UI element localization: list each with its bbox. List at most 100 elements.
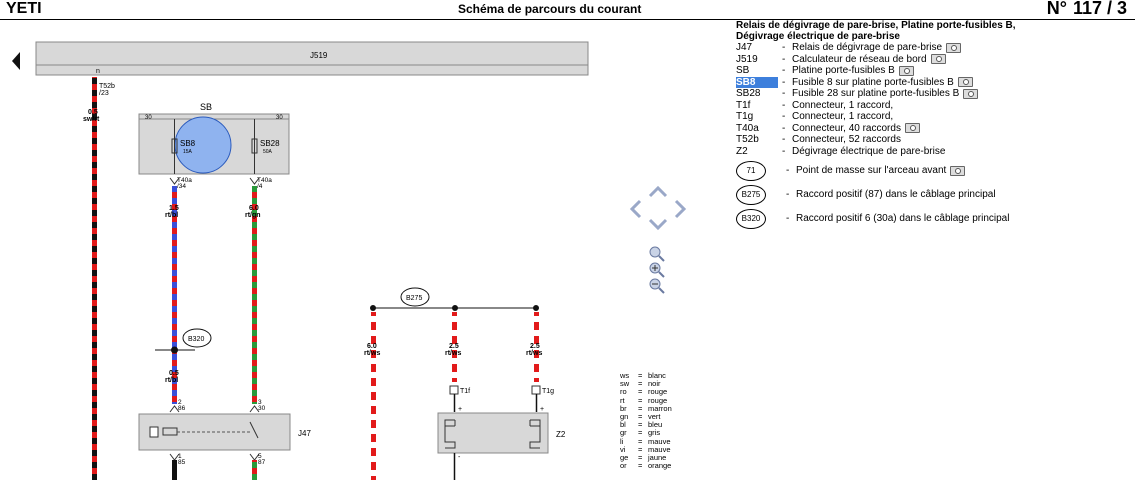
legend-item-code: SB: [736, 65, 750, 76]
t40a-4-connector: T40a/4: [257, 177, 272, 190]
j47-label: J47: [298, 429, 311, 438]
color-name: blanc: [648, 371, 666, 380]
legend-item-dash: -: [782, 65, 786, 76]
color-abbr: bl: [620, 420, 626, 430]
color-legend-row: sw=noir: [620, 379, 672, 389]
legend-item-text: Fusible 8 sur platine porte-fusibles B: [792, 76, 954, 88]
legend-item-code: SB8: [736, 76, 778, 88]
component-legend: Relais de dégivrage de pare-brise, Plati…: [736, 20, 1131, 229]
color-name: jaune: [648, 453, 667, 463]
camera-icon[interactable]: [946, 42, 962, 53]
color-equals: =: [638, 395, 643, 405]
color-name: rouge: [648, 387, 668, 397]
legend-item-sb[interactable]: SB -Platine porte-fusibles B: [736, 65, 1131, 77]
legend-item-text: Dégivrage électrique de pare-brise: [792, 145, 946, 157]
legend-item-sb8[interactable]: SB8-Fusible 8 sur platine porte-fusibles…: [736, 76, 1131, 88]
camera-icon[interactable]: [963, 88, 979, 99]
legend-circle-b275[interactable]: B275-Raccord positif (87) dans le câblag…: [736, 185, 1131, 205]
legend-circle-b320[interactable]: B320-Raccord positif 6 (30a) dans le câb…: [736, 209, 1131, 229]
camera-icon[interactable]: [898, 65, 914, 76]
legend-item-code: T40a: [736, 122, 759, 134]
fuse-sb28-rating: 50A: [263, 149, 273, 155]
legend-item-code: J519: [736, 53, 758, 65]
legend-circle-dash: -: [786, 165, 790, 177]
wire-sb28-size: 6.0: [249, 205, 259, 212]
legend-item-text: Connecteur, 1 raccord,: [792, 99, 894, 111]
zoom-out-icon[interactable]: [649, 278, 665, 294]
wire-sb28-color: rt/gn: [245, 212, 261, 219]
t1f-label: T1f: [460, 388, 470, 395]
legend-item-z2[interactable]: Z2-Dégivrage électrique de pare-brise: [736, 146, 1131, 158]
color-name: mauve: [648, 436, 671, 446]
t52b-pin-n: n: [96, 68, 100, 75]
wire-b275-a-size: 6.0: [367, 343, 377, 350]
legend-item-dash: -: [782, 111, 786, 122]
camera-icon[interactable]: [957, 77, 973, 88]
legend-item-j519[interactable]: J519-Calculateur de réseau de bord: [736, 54, 1131, 66]
color-legend-row: br=marron: [620, 404, 672, 413]
legend-item-dash: -: [782, 122, 786, 134]
z2-plus-left: +: [458, 406, 462, 413]
color-equals: =: [638, 453, 643, 463]
wire-rtws-b: [452, 312, 457, 382]
pan-right-icon[interactable]: [674, 199, 687, 219]
wire-sb8-color: rt/bl: [165, 212, 178, 219]
legend-item-text: Connecteur, 40 raccords: [792, 122, 901, 134]
camera-icon[interactable]: [950, 166, 966, 176]
legend-item-code: Z2: [736, 145, 748, 157]
color-abbr: sw: [620, 379, 630, 389]
legend-item-t52b[interactable]: T52b-Connecteur, 52 raccords: [736, 134, 1131, 146]
wire-rtbl-sb8: [172, 186, 177, 404]
color-name: gris: [648, 428, 661, 438]
node-b320-label: B320: [188, 336, 204, 343]
legend-circle-code: 71: [736, 161, 766, 181]
zoom-fit-icon[interactable]: [649, 246, 665, 262]
color-abbr: vi: [620, 444, 626, 454]
legend-item-j47[interactable]: J47-Relais de dégivrage de pare-brise: [736, 42, 1131, 54]
pan-down-icon[interactable]: [648, 218, 668, 231]
color-legend-row: ge=jaune: [620, 453, 672, 463]
legend-item-code: J47: [736, 42, 753, 53]
z2-label: Z2: [556, 430, 566, 439]
color-legend-row: or=orange: [620, 462, 672, 470]
legend-item-text: Connecteur, 1 raccord,: [792, 111, 894, 122]
color-name: mauve: [648, 444, 671, 454]
legend-circle-text: Point de masse sur l'arceau avant: [796, 165, 947, 177]
zoom-in-icon[interactable]: [649, 262, 665, 278]
legend-item-dash: -: [782, 134, 786, 145]
color-legend-row: ro=rouge: [620, 388, 672, 396]
legend-circle-code: B275: [736, 185, 766, 205]
wire-b320-color: rt/bl: [165, 377, 178, 384]
page-header: YETI Schéma de parcours du courant N°117…: [0, 0, 1135, 20]
fuse-sb8-rating: 15A: [183, 149, 193, 155]
wire-b275-c-color: rt/ws: [526, 350, 542, 357]
legend-item-t1g[interactable]: T1g-Connecteur, 1 raccord,: [736, 111, 1131, 123]
legend-item-text: Platine porte-fusibles B: [792, 65, 895, 76]
back-arrow-icon[interactable]: [12, 52, 20, 70]
color-equals: =: [638, 444, 643, 454]
legend-item-code: T52b: [736, 134, 759, 145]
legend-item-text: Fusible 28 sur platine porte-fusibles B: [792, 88, 960, 99]
color-equals: =: [638, 436, 643, 446]
legend-item-dash: -: [782, 42, 786, 53]
pan-left-icon[interactable]: [629, 199, 642, 219]
color-equals: =: [638, 387, 643, 397]
legend-item-sb28[interactable]: SB28-Fusible 28 sur platine porte-fusibl…: [736, 88, 1131, 100]
legend-item-t1f[interactable]: T1f-Connecteur, 1 raccord,: [736, 100, 1131, 112]
sb-pin-right: 30: [276, 115, 283, 121]
color-name: bleu: [648, 420, 663, 430]
pan-up-icon[interactable]: [648, 185, 668, 198]
camera-icon[interactable]: [930, 54, 946, 65]
camera-icon[interactable]: [904, 123, 920, 134]
legend-title-line-1: Relais de dégivrage de pare-brise, Plati…: [736, 20, 1016, 31]
legend-item-t40a[interactable]: T40a -Connecteur, 40 raccords: [736, 123, 1131, 135]
z2-minus: -: [458, 454, 461, 461]
color-equals: =: [638, 420, 643, 430]
color-equals: =: [638, 379, 643, 389]
legend-circle-71[interactable]: 71 -Point de masse sur l'arceau avant: [736, 161, 1131, 181]
